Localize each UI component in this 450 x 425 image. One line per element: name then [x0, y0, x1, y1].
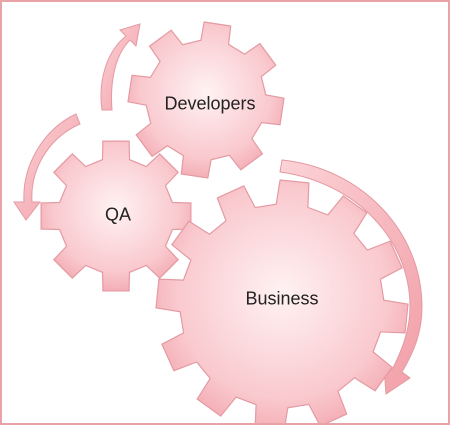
qa-label: QA [104, 204, 132, 225]
curved-arrow-down-icon [13, 113, 81, 221]
business-label: Business [245, 288, 319, 309]
gear-shape [155, 179, 409, 423]
developers-gear [127, 21, 285, 179]
gear-shape [40, 140, 192, 292]
curved-arrow-down-icon [279, 159, 423, 395]
qa-gear [40, 140, 192, 292]
developers-label: Developers [164, 93, 256, 114]
curved-arrow-up-icon [100, 23, 141, 111]
business-gear [155, 179, 409, 423]
gear-shape [127, 21, 285, 179]
